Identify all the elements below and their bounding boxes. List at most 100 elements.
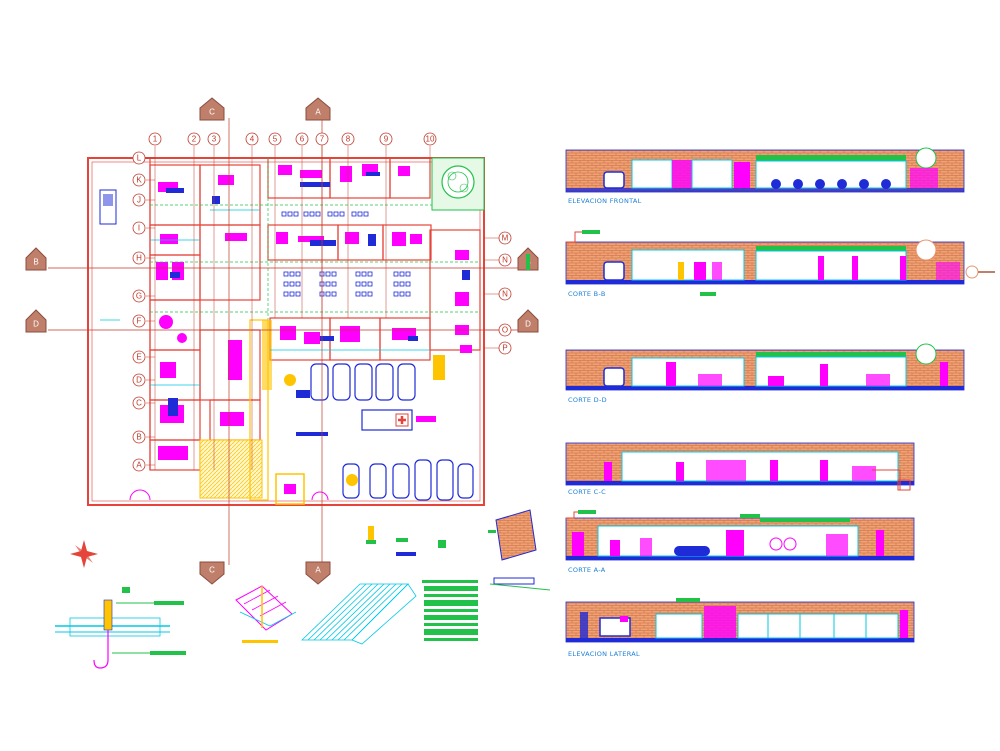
row-axis-C-bubble — [132, 396, 146, 410]
detail-corrugated-roof — [301, 583, 417, 645]
elevation-frontal — [565, 147, 965, 193]
row-axis-I: I — [138, 224, 140, 233]
grid-lines — [146, 146, 500, 470]
row-axis-B: B — [136, 433, 141, 442]
drawing-title-corte-b-b: CORTE B-B — [568, 290, 606, 298]
column-axis-5: 5 — [273, 135, 278, 144]
elevation-lateral — [565, 598, 915, 643]
furniture-top-blue — [300, 172, 470, 341]
row-axis-F: F — [137, 317, 142, 326]
detail-roof-structure — [235, 585, 297, 643]
svg-text:B: B — [33, 258, 38, 267]
drawing-title-corte-c-c: CORTE C-C — [568, 488, 606, 496]
section-a-a — [565, 510, 915, 561]
column-axis-10-bubble — [423, 132, 437, 146]
row-axis-J: J — [137, 196, 141, 205]
row-axis-H-bubble — [132, 251, 146, 265]
column-axis-6: 6 — [300, 135, 305, 144]
column-axis-4-bubble — [245, 132, 259, 146]
column-axis-5-bubble — [268, 132, 282, 146]
furniture-top — [276, 164, 472, 353]
ambulance — [361, 409, 436, 431]
row-axis-markers-left: L K J I H G F E D C B A — [132, 151, 146, 472]
row-axis-right-N-1: N — [502, 256, 508, 265]
row-axis-G-bubble — [132, 289, 146, 303]
column-axis-4: 4 — [250, 135, 255, 144]
row-axis-B-bubble — [132, 430, 146, 444]
row-axis-H: H — [136, 254, 142, 263]
row-axis-D: D — [136, 376, 142, 385]
column-axis-8: 8 — [346, 135, 351, 144]
row-axis-right-M-0-bubble — [498, 231, 512, 245]
column-axis-7-bubble — [315, 132, 329, 146]
column-axis-6-bubble — [295, 132, 309, 146]
row-axis-L-bubble — [132, 151, 146, 165]
svg-text:D: D — [33, 320, 39, 329]
row-axis-F-bubble — [132, 314, 146, 328]
section-d-d — [565, 343, 965, 391]
row-axis-A-bubble — [132, 458, 146, 472]
drawing-title-corte-a-a: CORTE A-A — [568, 566, 606, 574]
row-axis-K-bubble — [132, 173, 146, 187]
detail-small-parts — [366, 509, 551, 591]
column-axis-9-bubble — [379, 132, 393, 146]
furniture-left — [156, 175, 247, 460]
row-axis-K: K — [136, 176, 142, 185]
svg-text:C: C — [209, 566, 215, 575]
svg-text:A: A — [315, 566, 321, 575]
column-axis-10: 10 — [426, 135, 435, 144]
row-axis-J-bubble — [132, 193, 146, 207]
row-axis-A: A — [136, 461, 142, 470]
row-axis-right-O-3-bubble — [498, 323, 512, 337]
column-axis-1-bubble — [148, 132, 162, 146]
section-c-c — [565, 442, 915, 491]
section-marker-left-b: B — [25, 247, 47, 271]
drawing-title-elevacion-lateral: ELEVACION LATERAL — [568, 650, 640, 658]
row-axis-right-N-1-bubble — [498, 253, 512, 267]
row-axis-markers-right: M N N OP — [498, 231, 512, 355]
row-axis-E-bubble — [132, 350, 146, 364]
section-marker-top-c: C — [199, 97, 225, 121]
parking-cars — [310, 363, 474, 501]
section-marker-bottom-c: C — [199, 561, 225, 585]
drawing-title-elevacion-frontal: ELEVACION FRONTAL — [568, 197, 642, 205]
guard-booth — [275, 473, 305, 505]
column-axis-8-bubble — [341, 132, 355, 146]
notes-green-block — [422, 580, 478, 641]
garden — [431, 157, 485, 211]
section-b-b — [526, 230, 995, 296]
svg-text:A: A — [315, 108, 321, 117]
column-axis-2-bubble — [187, 132, 201, 146]
row-axis-L: L — [137, 154, 142, 163]
yellow-corridors — [199, 319, 445, 501]
column-axis-9: 9 — [384, 135, 389, 144]
detail-gutter — [55, 587, 186, 669]
cyan-accents — [100, 209, 430, 386]
column-axis-7: 7 — [320, 135, 325, 144]
row-axis-G: G — [136, 292, 142, 301]
section-marker-top-a: A — [305, 97, 331, 121]
svg-text:C: C — [209, 108, 215, 117]
row-axis-E: E — [136, 353, 141, 362]
column-axis-2: 2 — [192, 135, 197, 144]
section-marker-bottom-a: A — [305, 561, 331, 585]
column-axis-1: 1 — [153, 135, 158, 144]
row-axis-right-M-0: M — [502, 234, 509, 243]
row-axis-right-P-4: P — [502, 344, 507, 353]
column-axis-3-bubble — [207, 132, 221, 146]
drawing-title-corte-d-d: CORTE D-D — [568, 396, 607, 404]
row-axis-C: C — [136, 399, 142, 408]
row-axis-right-N-2-bubble — [498, 287, 512, 301]
north-arrow-icon — [70, 540, 98, 568]
row-axis-right-O-3: O — [502, 326, 508, 335]
row-axis-right-N-2: N — [502, 290, 508, 299]
row-axis-right-P-4-bubble — [498, 341, 512, 355]
row-axis-I-bubble — [132, 221, 146, 235]
section-marker-left-d: D — [25, 309, 47, 333]
ambulance-top-view — [99, 189, 117, 225]
row-axis-D-bubble — [132, 373, 146, 387]
section-marker-right-d: D — [517, 309, 539, 333]
